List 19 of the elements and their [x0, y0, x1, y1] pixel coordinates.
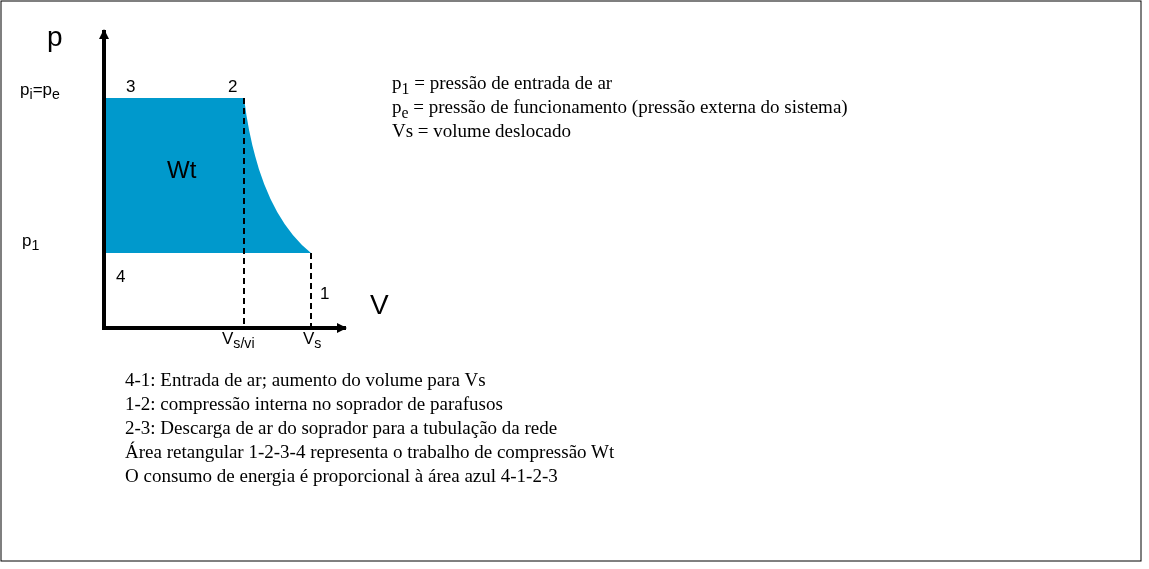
- tick-label: V$_{s/vi}$: [222, 330, 255, 352]
- note-text: 2-3: Descarga de ar do soprador para a tubulação da rede: [125, 418, 558, 439]
- definition-text: p$_{1}$ = pressão de entrada de ar: [392, 73, 613, 98]
- definition-text: p$_{e}$ = pressão de funcionamento (pressão externa do sistema): [392, 97, 848, 122]
- axis-label: p$_{i}$=p$_{e}$: [20, 81, 60, 103]
- point-label: 2: [228, 78, 238, 97]
- axis-label: p$_{1}$: [22, 232, 40, 254]
- note-text: O consumo de energia é proporcional à área azul 4-1-2-3: [125, 466, 558, 487]
- note-text: 4-1: Entrada de ar; aumento do volume para Vs: [125, 370, 486, 391]
- note-text: 1-2: compressão interna no soprador de parafusos: [125, 394, 503, 415]
- point-label: 1: [320, 285, 330, 304]
- axis-label: V: [370, 290, 389, 321]
- definition-text: Vs = volume deslocado: [392, 121, 572, 142]
- axis-label: p: [47, 22, 63, 53]
- note-text: Área retangular 1-2-3-4 representa o trabalho de compressão Wt: [125, 442, 615, 463]
- point-label: 4: [116, 268, 126, 287]
- point-label: 3: [126, 78, 136, 97]
- area-label: Wt: [167, 157, 197, 184]
- tick-label: V$_{s}$: [303, 330, 322, 352]
